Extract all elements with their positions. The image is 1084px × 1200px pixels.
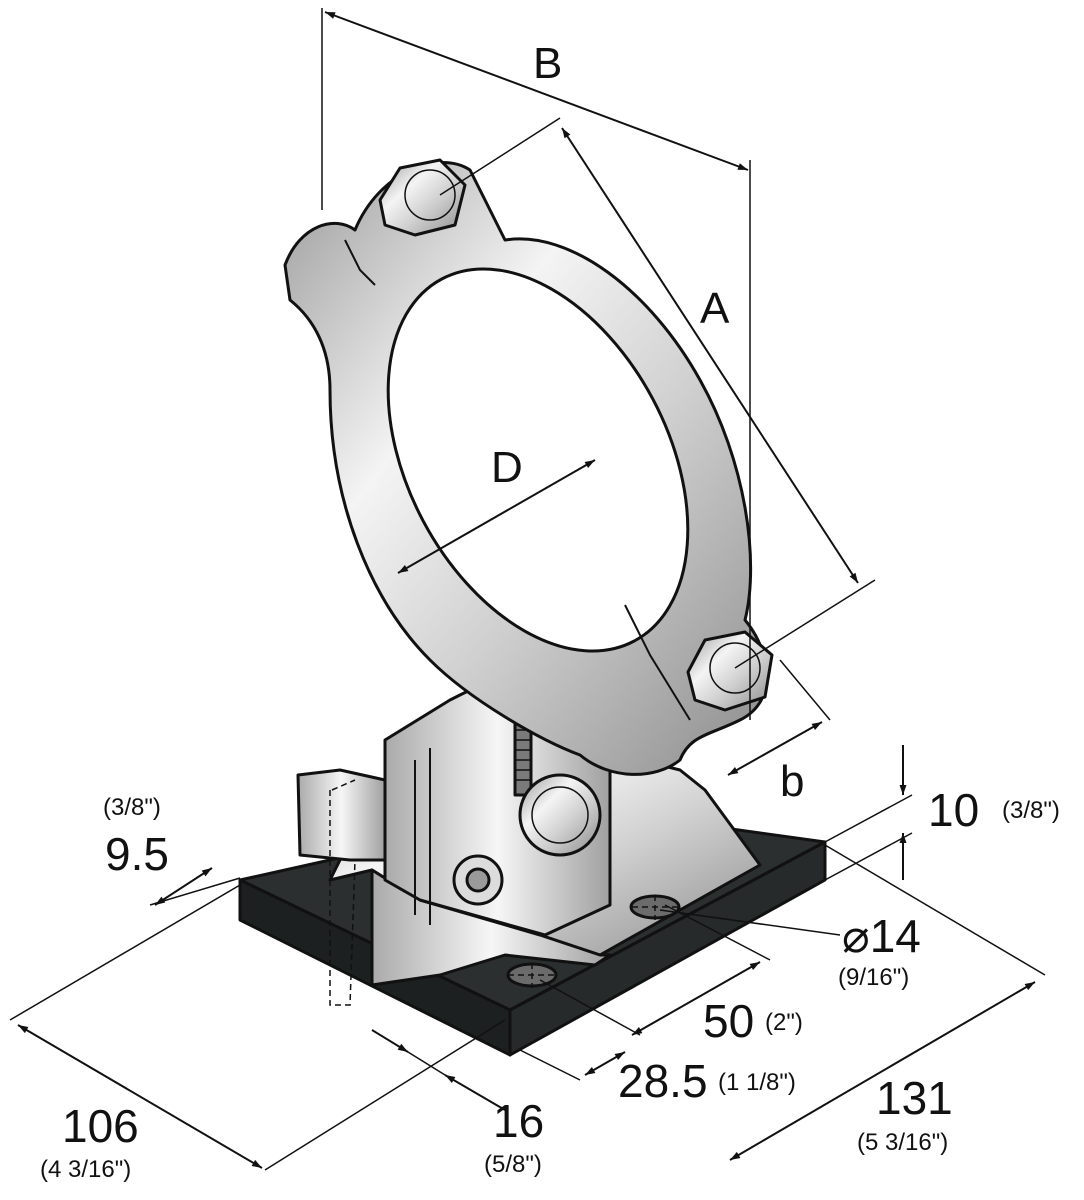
dimension-labels: B A D b 10 (3/8") (3/8") 9.5 ⌀14 (9/16")… bbox=[40, 39, 1060, 1183]
edge-offset-value: 9.5 bbox=[105, 828, 169, 880]
label-D: D bbox=[491, 443, 523, 492]
hinge-tab-body bbox=[296, 768, 387, 862]
plate-width-value: 106 bbox=[62, 1100, 139, 1152]
hole-spacing-value: 50 bbox=[703, 995, 754, 1047]
plate-length-imperial: (5 3/16") bbox=[857, 1129, 948, 1156]
label-B: B bbox=[533, 39, 562, 88]
hex-bolt-bottom bbox=[686, 630, 774, 712]
plate-width-imperial: (4 3/16") bbox=[40, 1156, 131, 1183]
hole-offset-imperial: (1 1/8") bbox=[718, 1069, 796, 1096]
hole-offset-value: 28.5 bbox=[618, 1055, 708, 1107]
hole-diameter-value: ⌀14 bbox=[842, 910, 921, 962]
plate-thickness-imperial: (3/8") bbox=[1002, 797, 1060, 824]
slot-width-imperial: (5/8") bbox=[484, 1151, 542, 1178]
hole-diameter-imperial: (9/16") bbox=[838, 964, 909, 991]
hole-spacing-imperial: (2") bbox=[765, 1009, 803, 1036]
edge-offset-imperial: (3/8") bbox=[103, 794, 161, 821]
upright-bracket bbox=[383, 688, 612, 937]
plate-thickness-value: 10 bbox=[928, 784, 979, 836]
hinge-tab bbox=[296, 768, 387, 1006]
dimension-lines bbox=[9, 8, 1046, 1171]
label-b: b bbox=[780, 757, 804, 806]
label-A: A bbox=[700, 284, 730, 333]
slot-width-value: 16 bbox=[493, 1095, 544, 1147]
plate-length-value: 131 bbox=[876, 1072, 953, 1124]
hex-bolt-top bbox=[378, 158, 467, 237]
